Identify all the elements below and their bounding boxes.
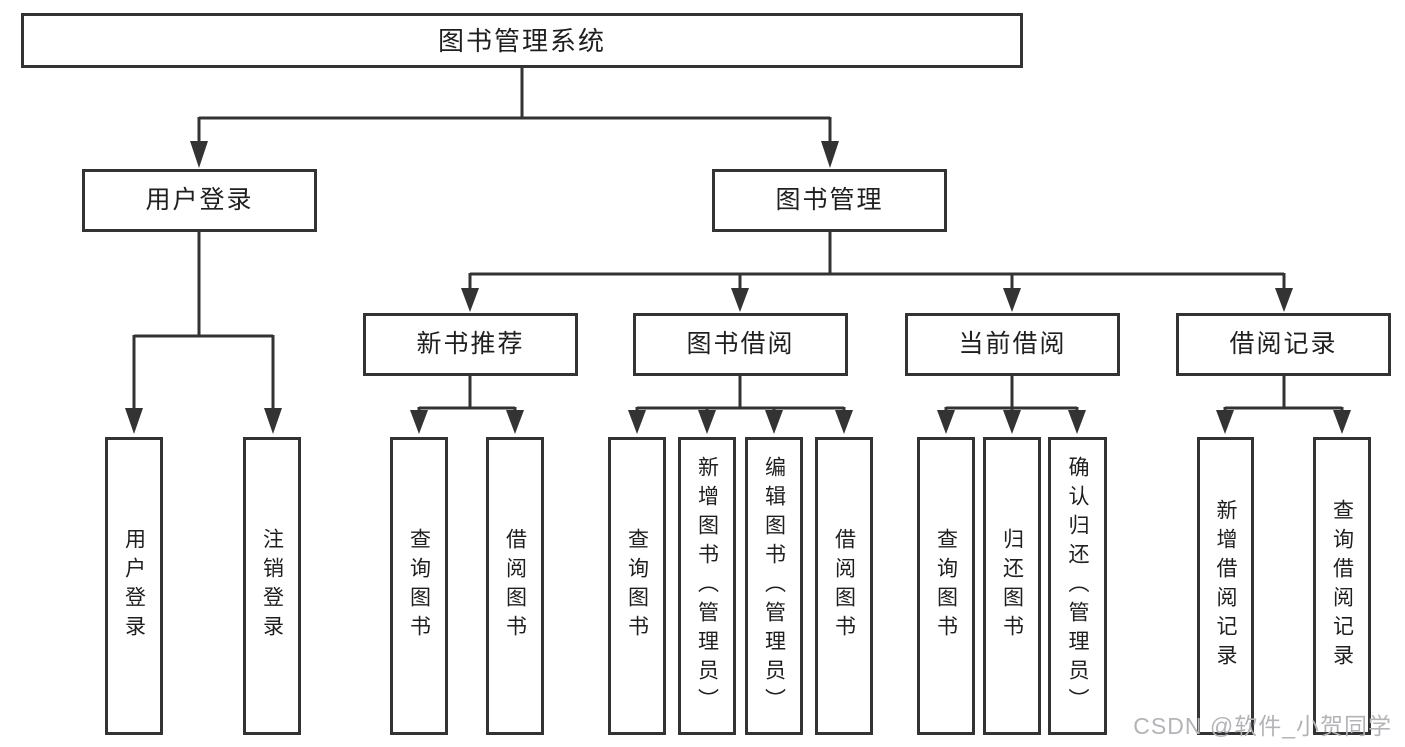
arrow-icon bbox=[628, 410, 646, 434]
arrow-icon bbox=[765, 410, 783, 434]
leaf-borrow-book-1: 借阅图书 bbox=[486, 437, 544, 735]
arrow-icon bbox=[264, 408, 282, 434]
node-book-borrow: 图书借阅 bbox=[633, 313, 848, 376]
arrow-icon bbox=[698, 410, 716, 434]
node-new-book-recommend: 新书推荐 bbox=[363, 313, 578, 376]
node-current-borrow: 当前借阅 bbox=[905, 313, 1120, 376]
arrowheads bbox=[125, 141, 1351, 434]
leaf-query-book-3: 查询图书 bbox=[917, 437, 975, 735]
arrow-icon bbox=[1216, 410, 1234, 434]
leaf-return-book: 归还图书 bbox=[983, 437, 1041, 735]
watermark: CSDN @软件_小贺同学 bbox=[1133, 713, 1392, 739]
leaf-add-borrow-record: 新增借阅记录 bbox=[1197, 437, 1254, 735]
node-borrow-record: 借阅记录 bbox=[1176, 313, 1391, 376]
arrow-icon bbox=[1003, 410, 1021, 434]
leaf-user-login: 用户登录 bbox=[105, 437, 163, 735]
arrow-icon bbox=[1068, 410, 1086, 434]
leaf-logout: 注销登录 bbox=[243, 437, 301, 735]
arrow-icon bbox=[835, 410, 853, 434]
leaf-borrow-book-2: 借阅图书 bbox=[815, 437, 873, 735]
arrow-icon bbox=[125, 408, 143, 434]
arrow-icon bbox=[410, 410, 428, 434]
arrow-icon bbox=[1275, 288, 1293, 312]
arrow-icon bbox=[937, 410, 955, 434]
leaf-query-borrow-record: 查询借阅记录 bbox=[1313, 437, 1371, 735]
arrow-icon bbox=[821, 141, 839, 168]
arrow-icon bbox=[1003, 288, 1021, 312]
arrow-icon bbox=[190, 141, 208, 168]
leaf-query-book-1: 查询图书 bbox=[390, 437, 448, 735]
arrow-icon bbox=[506, 410, 524, 434]
arrow-icon bbox=[1333, 410, 1351, 434]
node-user-login: 用户登录 bbox=[82, 169, 317, 232]
arrow-icon bbox=[731, 288, 749, 312]
connector-lines bbox=[132, 68, 1344, 411]
node-book-management: 图书管理 bbox=[712, 169, 947, 232]
arrow-icon bbox=[461, 288, 479, 312]
leaf-add-book-admin: 新增图书（管理员） bbox=[678, 437, 736, 735]
leaf-query-book-2: 查询图书 bbox=[608, 437, 666, 735]
node-root: 图书管理系统 bbox=[21, 13, 1023, 68]
leaf-edit-book-admin: 编辑图书（管理员） bbox=[745, 437, 803, 735]
leaf-confirm-return-admin: 确认归还（管理员） bbox=[1048, 437, 1107, 735]
